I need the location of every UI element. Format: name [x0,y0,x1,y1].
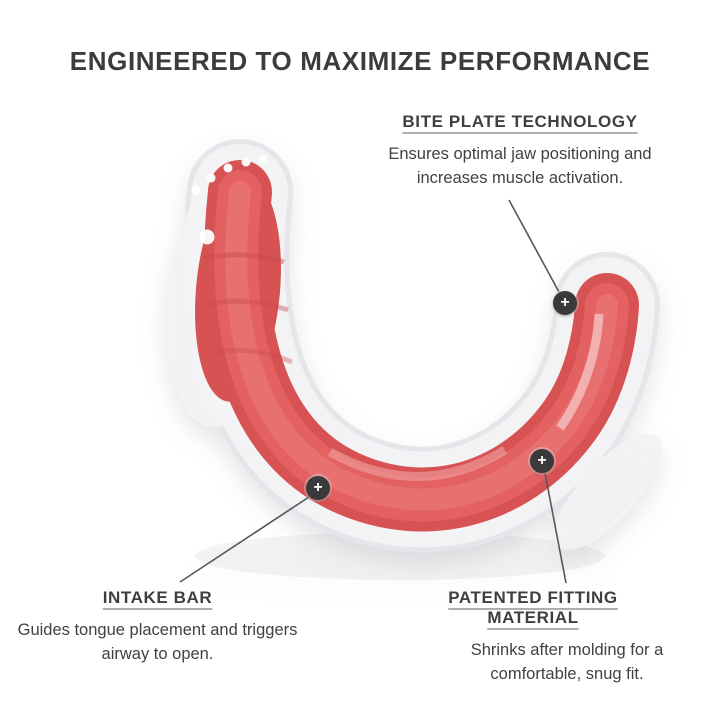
plus-icon: + [313,479,323,496]
intake-bar-marker[interactable]: + [306,476,330,500]
bite-plate-marker[interactable]: + [553,291,577,315]
plus-icon: + [537,452,547,469]
bite-plate-callout: BITE PLATE TECHNOLOGY Ensures optimal ja… [355,112,685,191]
mouthguard-tail-fin [554,433,662,551]
fitting-material-description: Shrinks after molding for a comfortable,… [470,641,664,683]
vent-hole [191,185,201,195]
fitting-material-callout: PATENTED FITTING MATERIAL Shrinks after … [427,588,707,687]
fitting-material-marker[interactable]: + [530,449,554,473]
mouthguard [165,139,662,580]
vent-hole [241,157,251,167]
plus-icon: + [560,294,570,311]
right-arm-sheen [556,313,604,431]
vent-hole [223,163,233,173]
intake-bar-description: Guides tongue placement and triggers air… [17,621,298,663]
vent-hole-large [199,229,215,245]
fitting-material-heading: PATENTED FITTING MATERIAL [448,588,618,627]
bottom-highlight-streak [327,446,508,481]
bite-plate-heading: BITE PLATE TECHNOLOGY [402,112,638,131]
intake-bar-callout: INTAKE BAR Guides tongue placement and t… [10,588,305,667]
texture-arc [203,252,285,265]
texture-arc [207,298,289,313]
mouthguard-red-highlight [225,181,618,511]
bite-plate-description: Ensures optimal jaw positioning and incr… [388,145,652,187]
page-title: ENGINEERED TO MAXIMIZE PERFORMANCE [69,46,651,76]
vent-hole [206,173,216,183]
intake-bar-heading: INTAKE BAR [102,588,213,607]
vent-hole [259,155,267,163]
texture-arc [215,347,293,365]
